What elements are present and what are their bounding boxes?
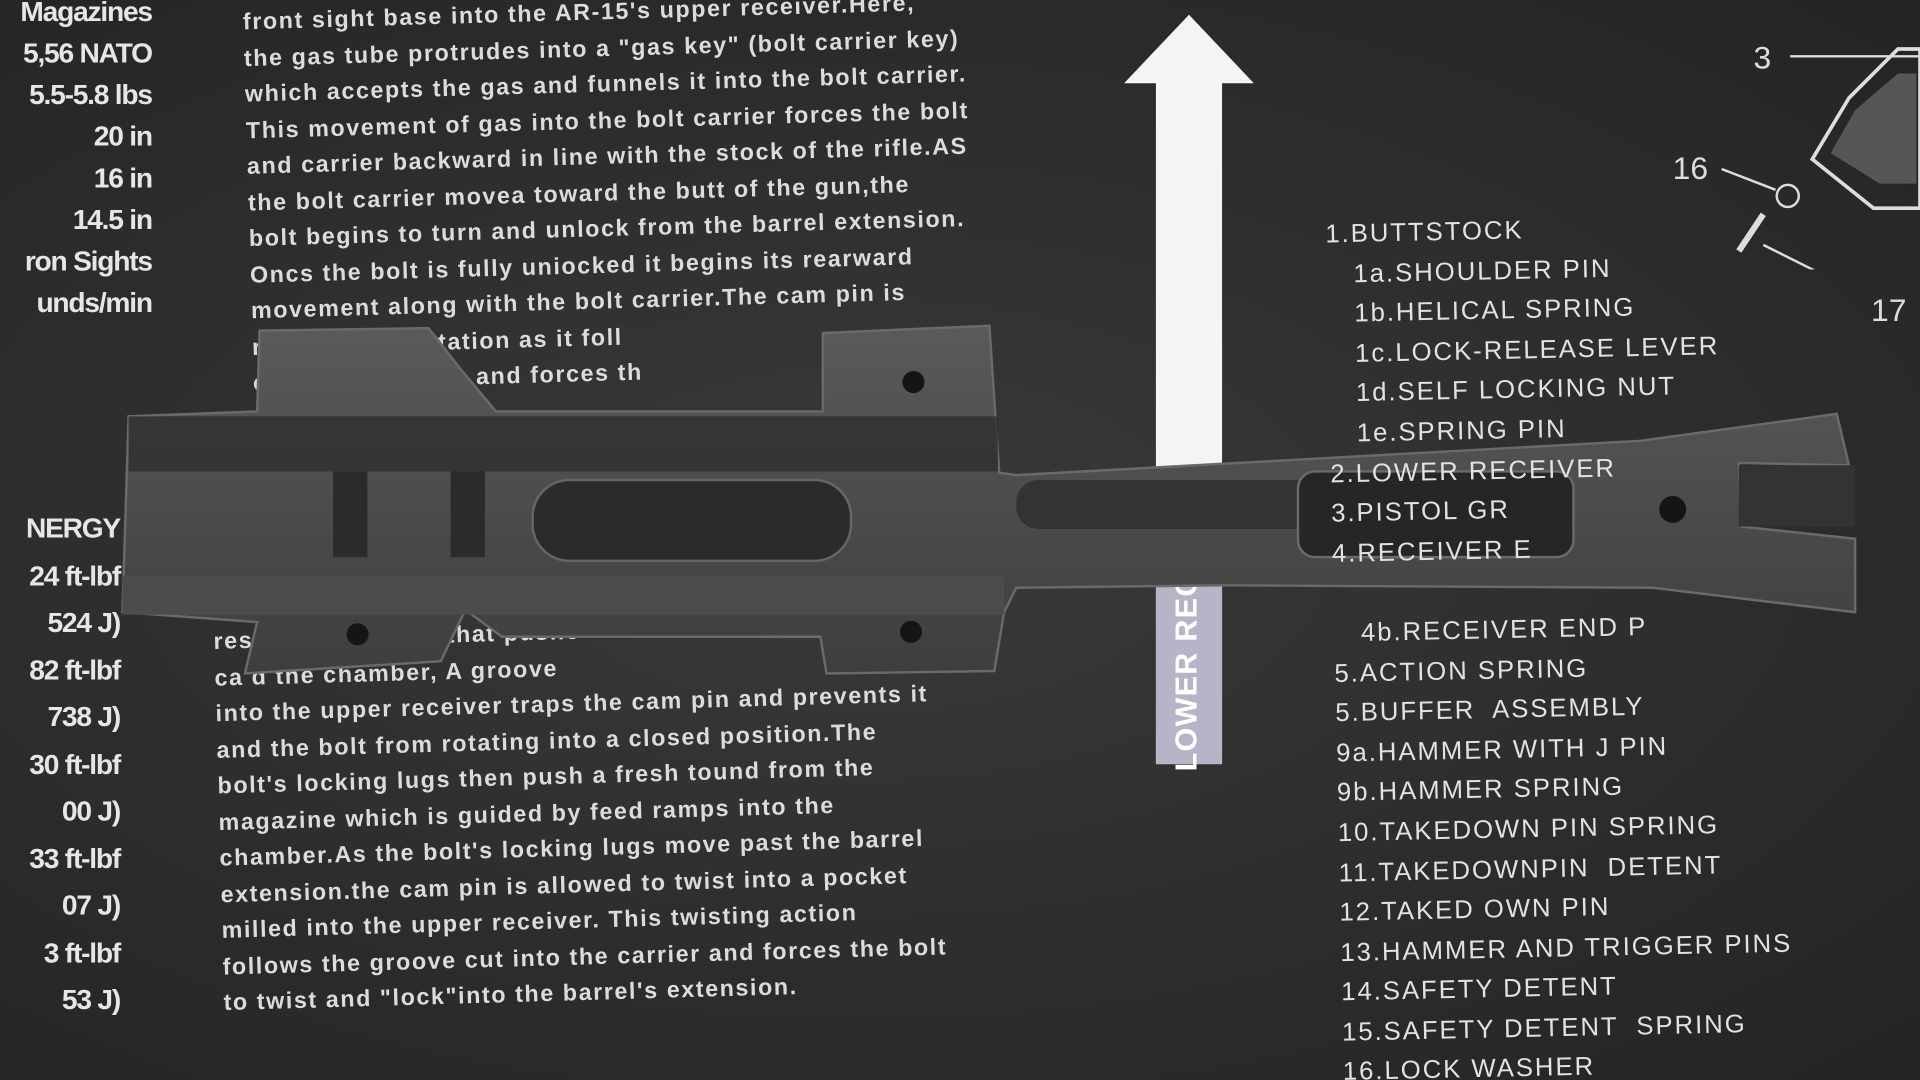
hole — [1659, 495, 1687, 523]
spec-list-energy: NERGY 24 ft-lbf 524 J) 82 ft-lbf 738 J) … — [0, 504, 121, 1023]
hole — [900, 620, 923, 643]
spec-text: 524 J) — [47, 606, 121, 638]
spec-text: 00 J) — [61, 794, 121, 827]
spec-text: Magazines — [20, 0, 153, 27]
spec-text: 53 J) — [61, 983, 121, 1016]
diagram-number: 17 — [1871, 291, 1907, 329]
spec-text: unds/min — [36, 286, 153, 319]
diagram-number: 16 — [1672, 149, 1709, 187]
diagram-number: 3 — [1753, 39, 1772, 76]
spec-text: 24 ft-lbf — [29, 558, 121, 591]
exploded-diagram-sketch — [1721, 47, 1920, 270]
spec-text: 14.5 in — [72, 203, 153, 236]
spec-text: 07 J) — [61, 888, 121, 921]
spec-text: 3 ft-lbf — [43, 936, 121, 968]
hole — [902, 371, 925, 394]
parts-list: 1.BUTTSTOCK 1a.SHOULDER PIN 1b.HELICAL S… — [1325, 206, 1795, 1080]
spec-list-top: Magazines 5,56 NATO 5.5-5.8 lbs 20 in 16… — [0, 0, 153, 323]
spec-text: 16 in — [93, 161, 153, 194]
spec-text: ron Sights — [24, 244, 153, 277]
spec-text: 5.5-5.8 lbs — [29, 78, 153, 111]
spec-text: 82 ft-lbf — [29, 653, 121, 686]
spec-text: 5,56 NATO — [23, 36, 153, 69]
spec-text: 33 ft-lbf — [29, 841, 121, 874]
spec-text: 20 in — [93, 120, 153, 152]
spec-text: 30 ft-lbf — [29, 747, 121, 780]
spec-text: 738 J) — [47, 700, 121, 733]
hole — [346, 623, 369, 646]
spec-text: NERGY — [25, 511, 121, 544]
